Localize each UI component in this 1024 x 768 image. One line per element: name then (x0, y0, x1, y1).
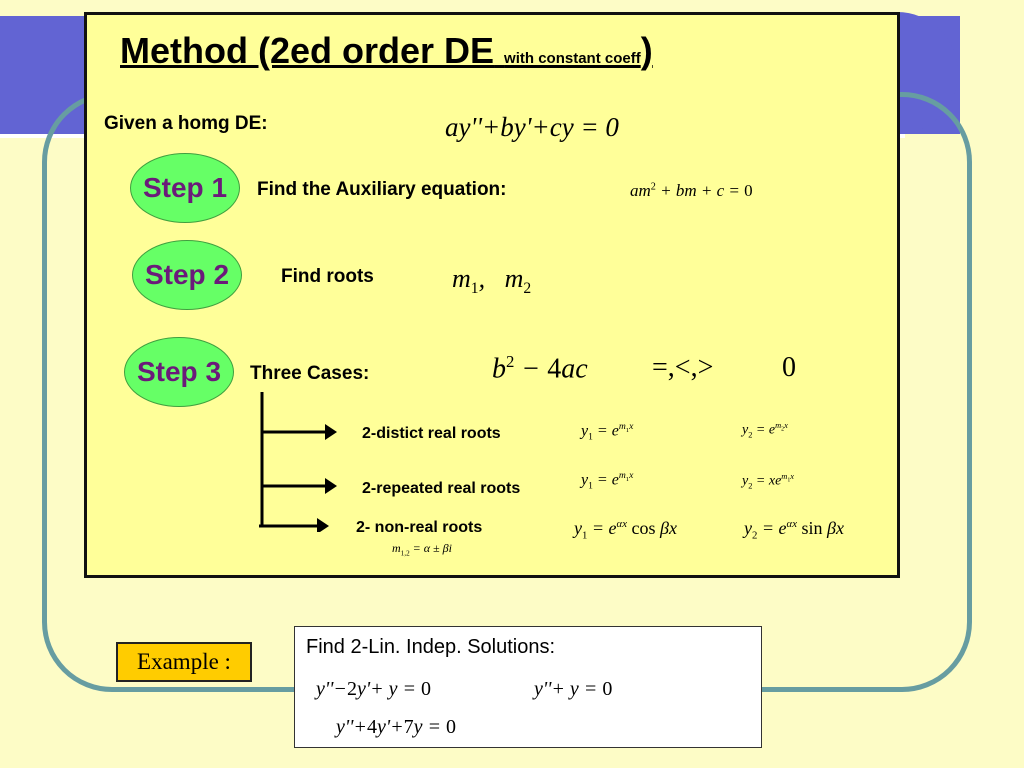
title-small: with constant coeff (504, 50, 641, 67)
given-equation: ay''+by'+cy = 0 (445, 112, 619, 142)
case2-y1: y1 = em1x (581, 470, 634, 492)
example-equation-3: y''+4y'+7y = 0 (336, 716, 456, 738)
roots-expression: m1, m2 (452, 264, 532, 298)
auxiliary-equation: am2 + bm + c = 0 (630, 181, 753, 200)
case3-roots: m1,2 = α ± βi (392, 541, 452, 558)
case1-y1: y1 = em1x (581, 421, 634, 443)
discriminant: b2 − 4ac (492, 352, 588, 385)
case2-y2: y2 = xem1x (742, 472, 794, 491)
step1-label: Find the Auxiliary equation: (257, 179, 507, 200)
example-equation-2: y''+ y = 0 (534, 678, 613, 700)
case2-label: 2-repeated real roots (362, 480, 521, 497)
comparison-signs: =,<,> (652, 352, 714, 383)
case3-y2: y2 = eαx sin βx (744, 518, 844, 542)
slide-title: Method (2ed order DE with constant coeff… (120, 30, 653, 72)
step2-badge: Step 2 (132, 240, 242, 310)
case1-y2: y2 = em2x (742, 421, 788, 440)
method-panel (84, 12, 900, 578)
step2-label: Find roots (281, 266, 374, 287)
example-label: Example : (116, 642, 252, 682)
example-equation-1: y''−2y'+ y = 0 (316, 678, 431, 700)
step3-badge: Step 3 (124, 337, 234, 407)
comparison-zero: 0 (782, 352, 796, 383)
given-label: Given a homg DE: (104, 113, 268, 134)
step1-badge: Step 1 (130, 153, 240, 223)
step3-label: Three Cases: (250, 363, 370, 384)
example-prompt: Find 2-Lin. Indep. Solutions: (306, 636, 556, 658)
title-main: Method (2ed order DE (120, 30, 495, 71)
title-close: ) (640, 30, 653, 71)
case1-label: 2-distict real roots (362, 425, 501, 442)
example-box (294, 626, 762, 748)
case-arrows (259, 392, 337, 532)
case3-label: 2- non-real roots (356, 519, 483, 536)
case3-y1: y1 = eαx cos βx (574, 518, 677, 542)
